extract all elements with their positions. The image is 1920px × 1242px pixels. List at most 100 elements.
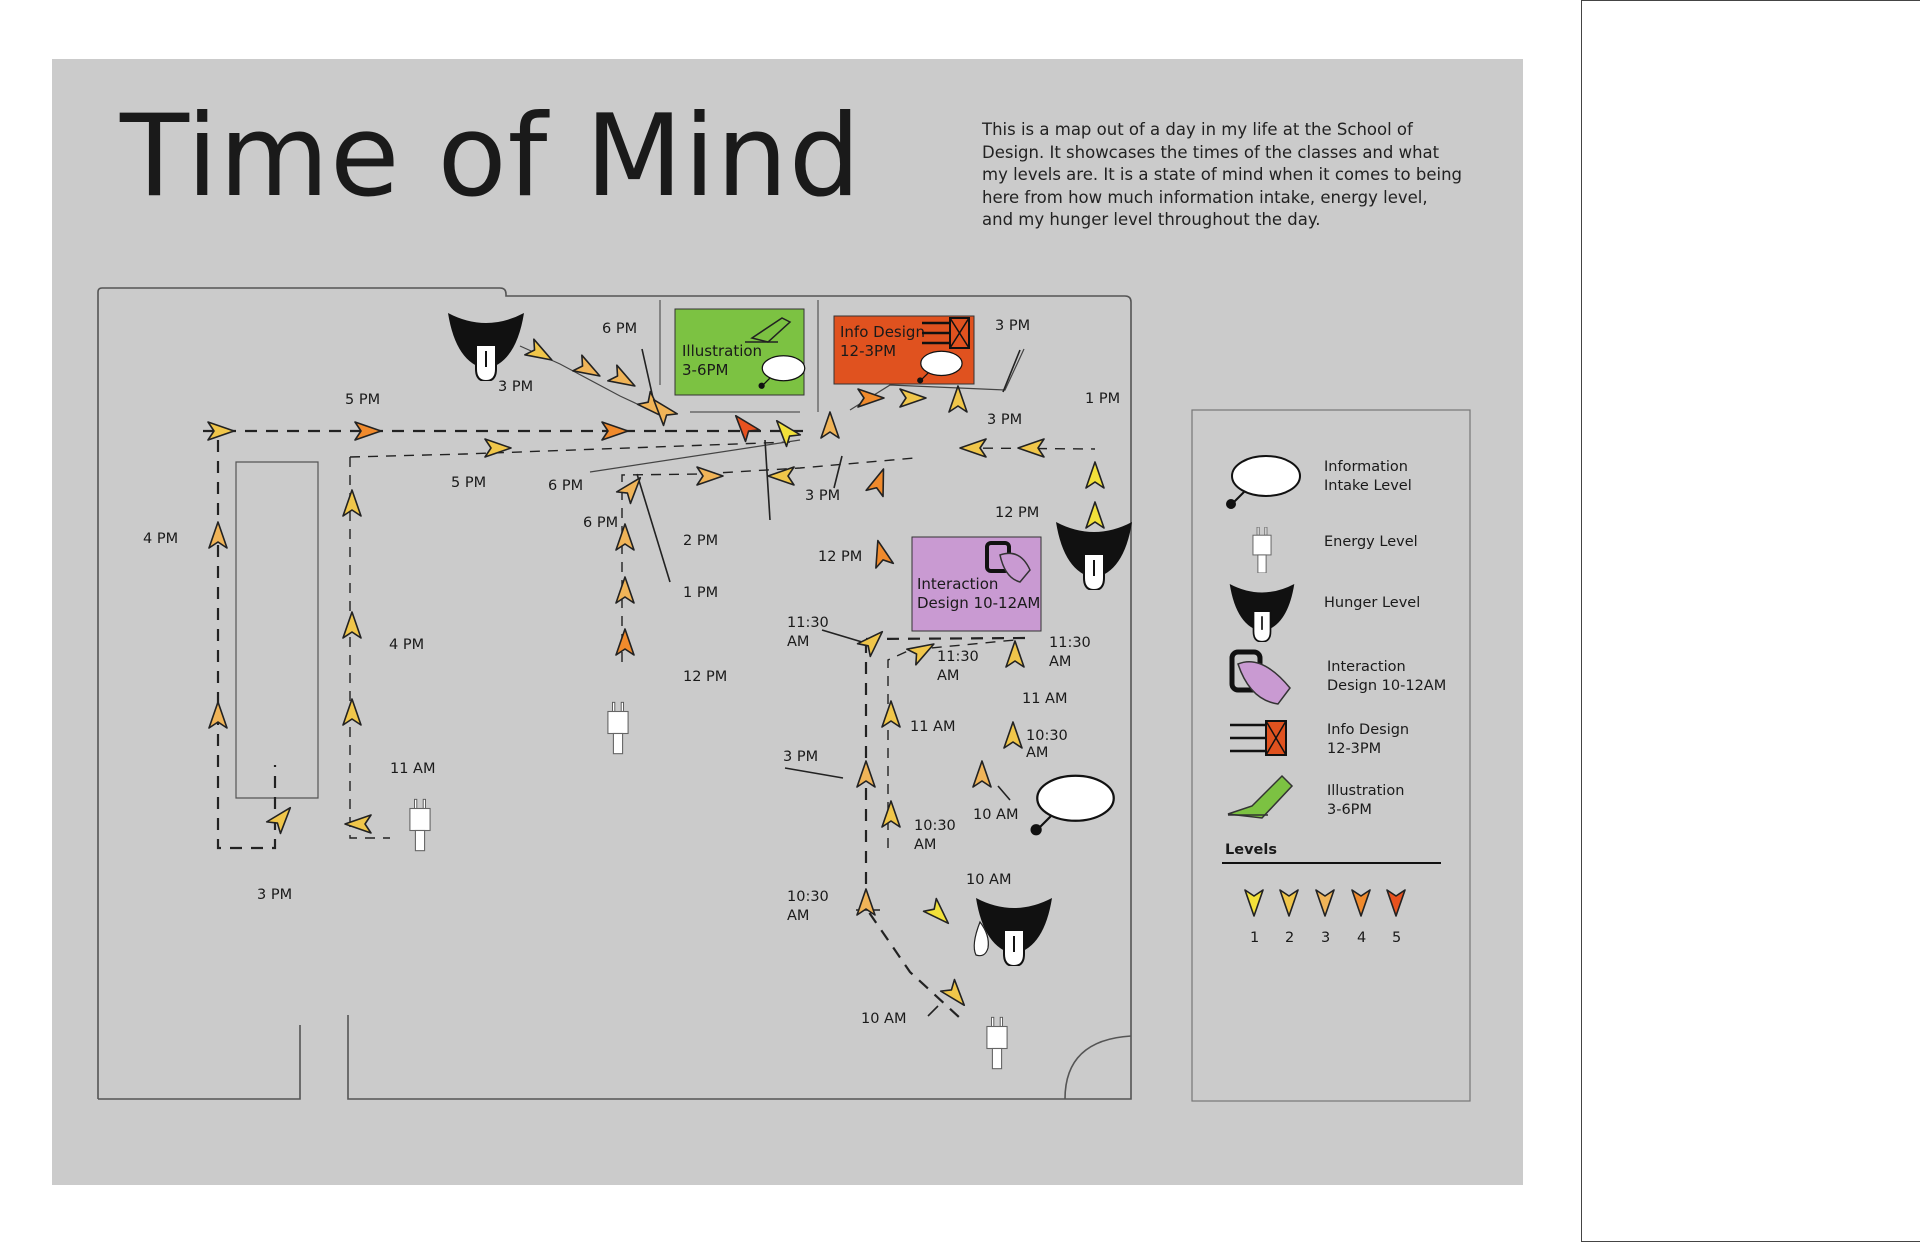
level-arrow [615, 628, 635, 656]
level-arrow [615, 576, 635, 604]
walking-path [216, 440, 277, 850]
time-label: 10:30 [1026, 728, 1068, 744]
level-arrow [344, 814, 372, 834]
hunger-mouth-icon [447, 312, 525, 381]
level-arrow [208, 701, 228, 729]
level-number: 1 [1250, 930, 1259, 946]
level-arrow [572, 354, 601, 377]
level-arrow [342, 489, 362, 517]
time-label: 6 PM [548, 478, 583, 494]
time-label: 10:30 [787, 889, 829, 905]
mouth-legend-icon [1228, 583, 1296, 642]
blank-side-panel [1581, 0, 1920, 1242]
level-arrow [972, 760, 992, 788]
level-arrow-icon [1279, 889, 1299, 917]
legend-level-5: 5 [1386, 889, 1406, 946]
level-arrow [607, 364, 636, 387]
time-label: 6 PM [583, 515, 618, 531]
legend-hunger-label: Hunger Level [1324, 595, 1420, 611]
illustration-room-label: Illustration [682, 342, 762, 360]
page-title: Time of Mind [120, 90, 862, 222]
legend-levels-title: Levels [1225, 842, 1277, 858]
wall-segment [235, 461, 319, 799]
legend-level-4: 4 [1351, 889, 1371, 946]
level-arrow [615, 523, 635, 551]
time-label: 11 AM [910, 719, 956, 735]
level-arrow [767, 466, 795, 486]
level-arrow [1085, 461, 1105, 489]
time-label: AM [1026, 745, 1048, 761]
leader-line [997, 785, 1011, 801]
leader-line [784, 767, 844, 779]
leader-line [636, 473, 671, 583]
walking-path [349, 441, 791, 458]
time-label: 11:30 [787, 615, 829, 631]
illustration-room-time: 3-6PM [682, 361, 729, 379]
time-label: 11 AM [390, 761, 436, 777]
level-arrow [906, 643, 935, 666]
plug-legend-icon [1252, 527, 1272, 573]
time-label: 4 PM [143, 531, 178, 547]
legend-info-intake-label: Information [1324, 459, 1408, 475]
level-arrow [207, 421, 235, 441]
level-arrow [1017, 438, 1045, 458]
level-arrow [959, 438, 987, 458]
level-arrow [856, 888, 876, 916]
walking-path [589, 439, 801, 473]
level-arrow [1003, 721, 1023, 749]
time-label: 5 PM [451, 475, 486, 491]
interaction-classroom: Interaction Design 10-12AM [911, 536, 1042, 632]
level-arrow [601, 421, 629, 441]
level-arrow [354, 421, 382, 441]
time-label: 12 PM [995, 505, 1039, 521]
energy-plug-icon [607, 701, 629, 755]
info-intake-bubble-icon [1029, 774, 1115, 837]
legend-interaction-label: Interaction [1327, 659, 1406, 675]
level-arrow [265, 806, 292, 835]
level-arrow-icon [1386, 889, 1406, 917]
legend-frame [1191, 409, 1471, 1102]
time-label: 3 PM [498, 379, 533, 395]
level-arrow [899, 388, 927, 408]
level-arrow [615, 476, 642, 505]
time-label: 11:30 [937, 649, 979, 665]
level-arrow [881, 700, 901, 728]
touchscreen-icon [985, 541, 1031, 583]
legend-level-1: 1 [1244, 889, 1264, 946]
level-arrow [948, 385, 968, 413]
description-text: This is a map out of a day in my life at… [982, 120, 1463, 229]
leader-line [764, 439, 771, 521]
level-arrow [856, 630, 884, 658]
walking-path [887, 639, 1016, 848]
walking-path [964, 447, 1096, 450]
time-label: AM [787, 634, 809, 650]
legend-level-3: 3 [1315, 889, 1335, 946]
legend-info-intake-label-2: Intake Level [1324, 478, 1412, 494]
time-label: 3 PM [805, 488, 840, 504]
energy-plug-icon [409, 798, 431, 852]
info-intake-legend-icon [1224, 454, 1302, 511]
info-design-room-time: 12-3PM [840, 342, 896, 360]
level-arrow-icon [1351, 889, 1371, 917]
time-label: 3 PM [257, 887, 292, 903]
pencil-legend-icon [1227, 774, 1294, 819]
time-label: 3 PM [995, 318, 1030, 334]
walking-paths [203, 345, 1096, 1019]
legend-panel: Information Intake Level Energy Level Hu… [1191, 409, 1471, 1102]
time-label: 10:30 [914, 818, 956, 834]
time-label: 5 PM [345, 392, 380, 408]
time-label: 3 PM [987, 412, 1022, 428]
leader-line [1002, 349, 1021, 393]
legend-info-design-label: Info Design [1327, 722, 1409, 738]
time-label: 10 AM [966, 872, 1012, 888]
leader-line [927, 1005, 939, 1017]
level-arrow [1005, 640, 1025, 668]
level-number: 2 [1285, 930, 1294, 946]
time-label: 10 AM [861, 1011, 907, 1027]
time-label: 12 PM [683, 669, 727, 685]
time-label: AM [914, 837, 936, 853]
time-label: AM [1049, 654, 1071, 670]
info-design-icon [922, 317, 970, 349]
wall-segment [1064, 1035, 1132, 1100]
